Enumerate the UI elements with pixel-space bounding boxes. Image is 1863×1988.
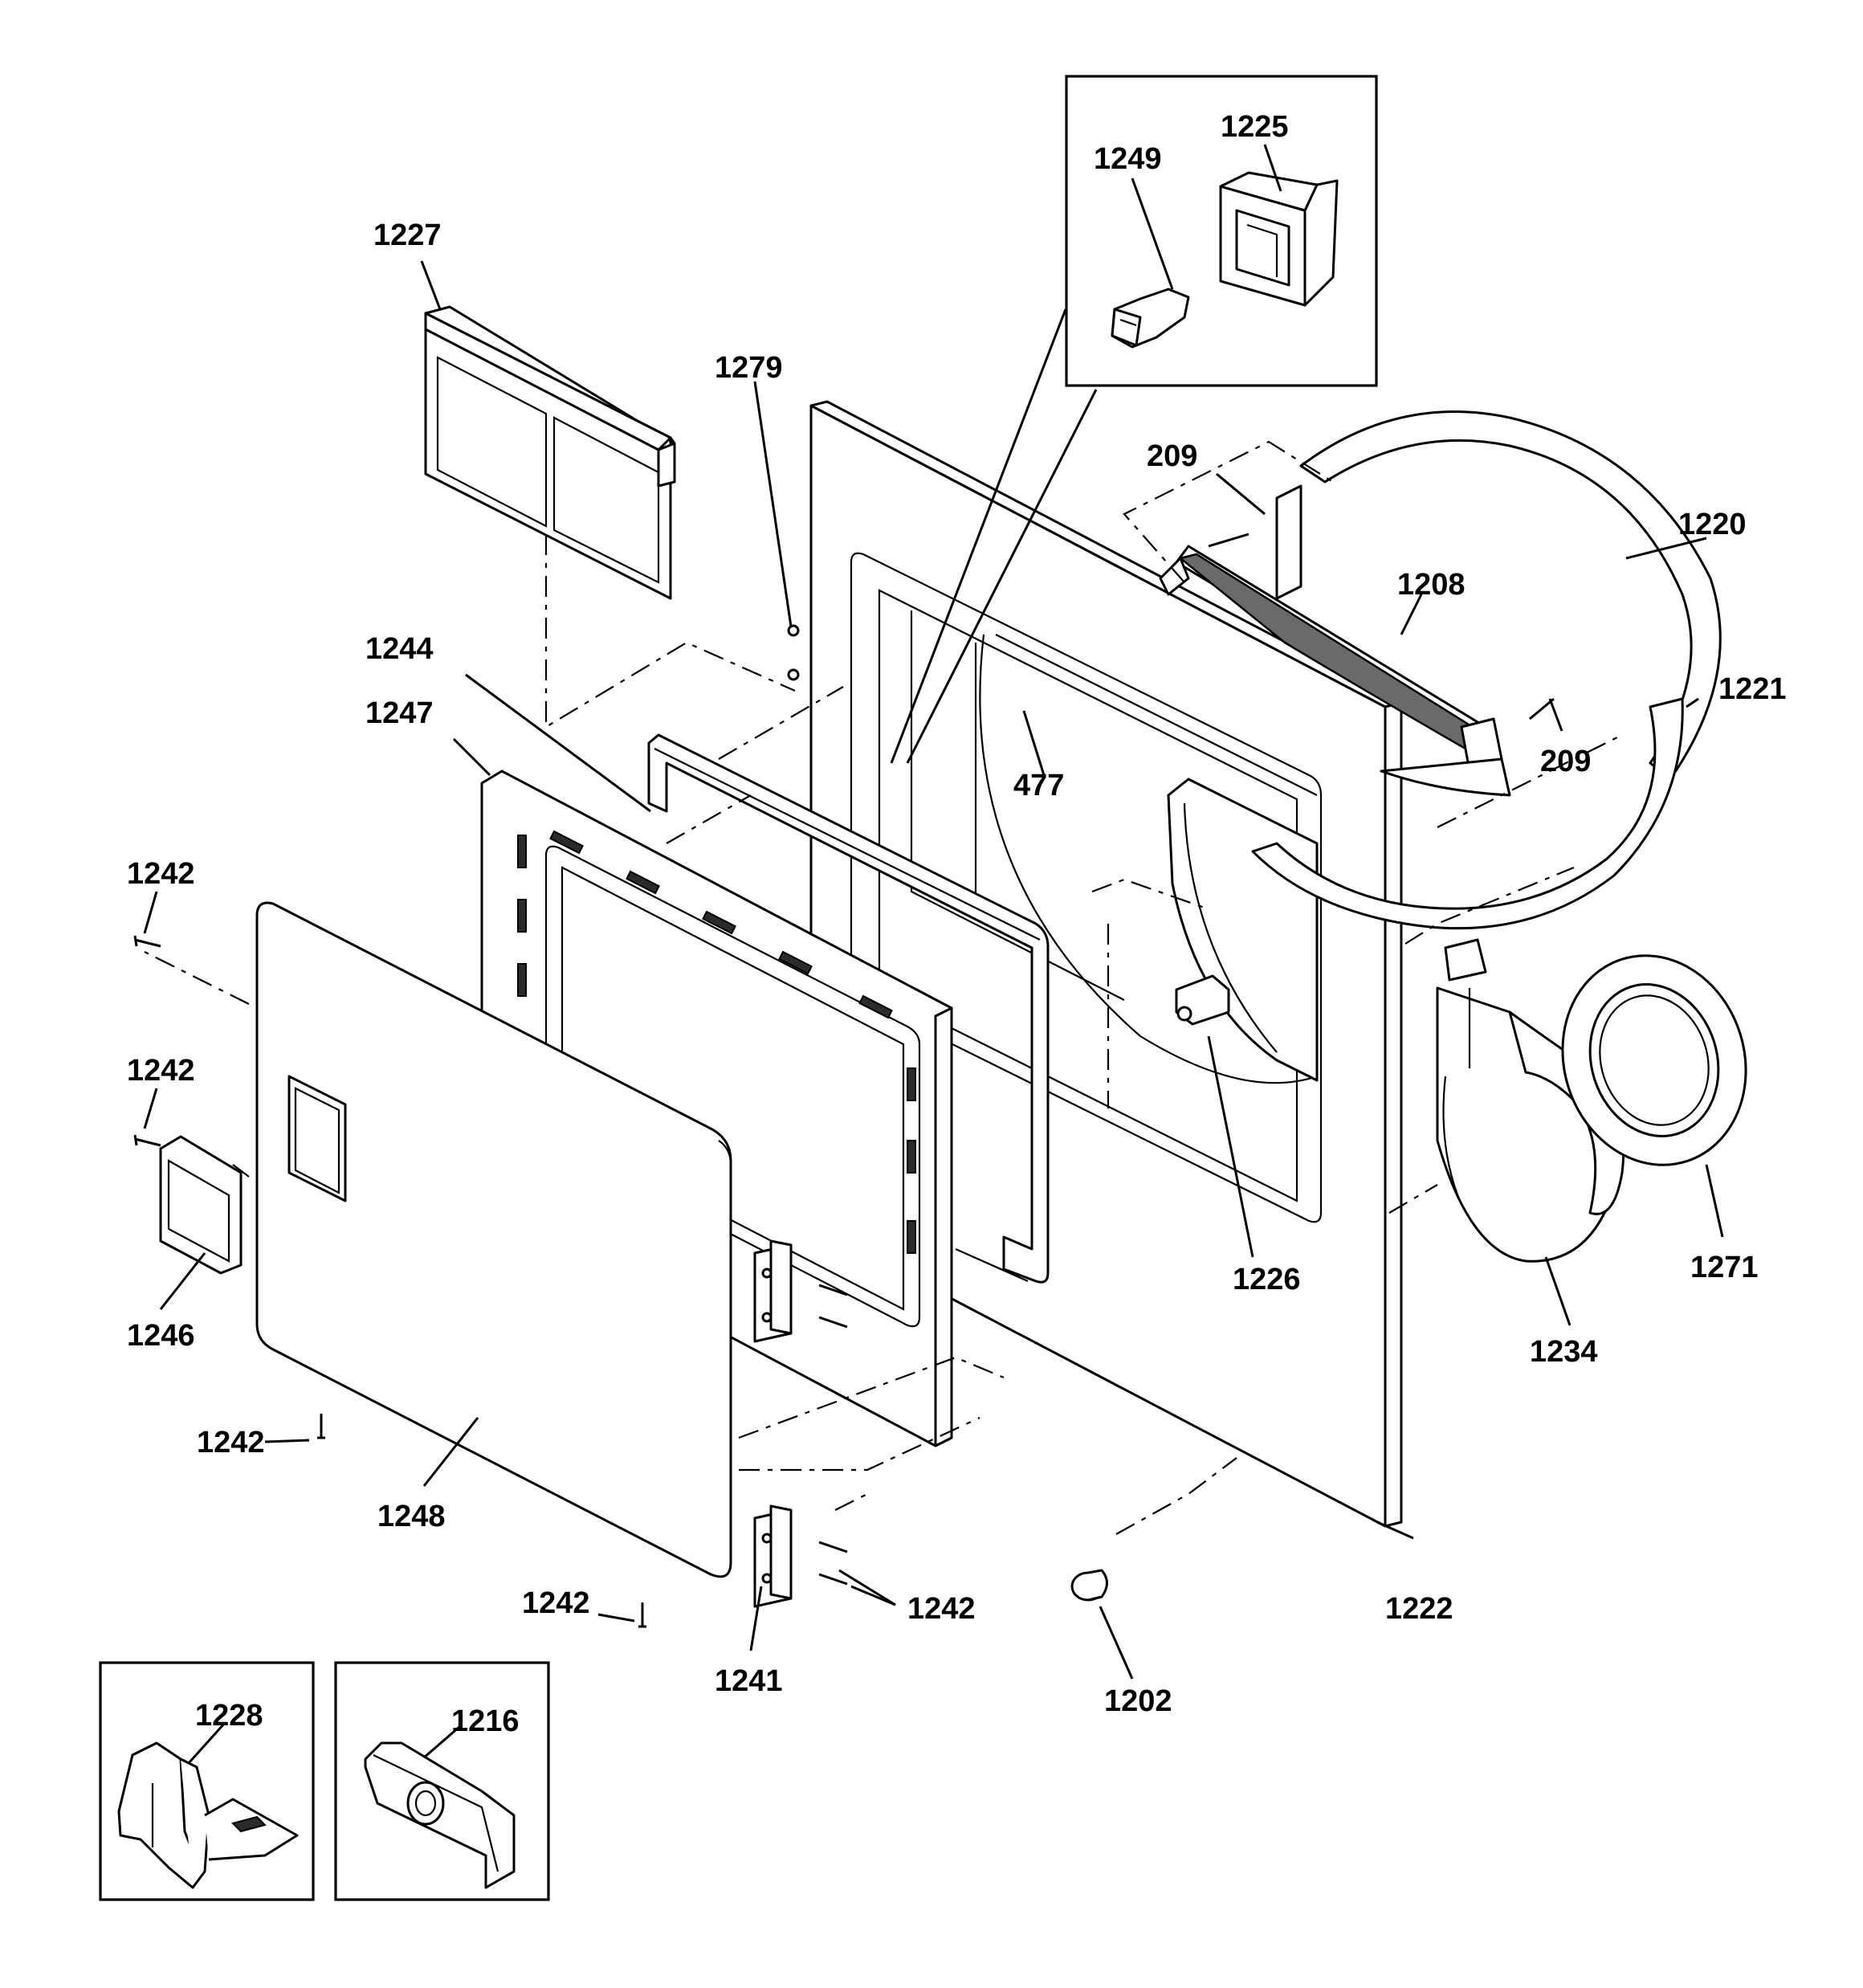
label-1246: 1246 <box>127 1319 195 1353</box>
part-1220-1221-drum-seal-ring <box>1251 410 1722 930</box>
label-1226: 1226 <box>1233 1263 1301 1296</box>
label-1242-b: 1242 <box>127 1054 195 1088</box>
inset-box-1249-1225 <box>1065 75 1378 387</box>
label-209-upper: 209 <box>1147 439 1197 473</box>
part-1234-duct <box>1436 938 1625 1263</box>
label-1241: 1241 <box>715 1664 783 1698</box>
label-1202: 1202 <box>1104 1684 1172 1718</box>
label-209-lower: 209 <box>1540 745 1591 778</box>
label-1220: 1220 <box>1678 508 1747 541</box>
inset-box-1228 <box>99 1661 315 1901</box>
label-477: 477 <box>1013 769 1064 802</box>
label-1221: 1221 <box>1718 672 1787 706</box>
part-1246-door-handle <box>159 1135 243 1275</box>
part-1271-ring-seal <box>1561 954 1747 1166</box>
part-1244-door-gasket <box>647 733 1050 1284</box>
label-1222: 1222 <box>1385 1592 1453 1626</box>
label-1279: 1279 <box>715 351 783 385</box>
part-1247-inner-door-panel <box>480 769 953 1447</box>
part-1248-outer-door <box>255 901 732 1578</box>
label-1242-a: 1242 <box>127 857 195 891</box>
inset-box-1216 <box>334 1661 550 1901</box>
part-1225-housing <box>1219 171 1339 307</box>
part-1202-knob <box>1070 1569 1108 1602</box>
label-1242-d: 1242 <box>522 1586 590 1620</box>
label-1247: 1247 <box>365 696 434 730</box>
part-1241-hinge-upper <box>753 1239 793 1343</box>
part-1241-hinge-lower <box>753 1504 793 1608</box>
alignment-lines <box>144 440 1623 1535</box>
label-1244: 1244 <box>365 632 434 666</box>
leader-lines <box>143 144 1724 1765</box>
part-1249-plunger <box>1111 288 1190 349</box>
label-1225: 1225 <box>1221 110 1289 144</box>
label-1249: 1249 <box>1094 142 1162 176</box>
label-1248: 1248 <box>377 1500 446 1533</box>
part-1208-lint-screen-housing <box>1159 545 1511 797</box>
screws <box>133 533 1555 1628</box>
part-1227-lint-filter <box>424 305 676 600</box>
label-1242-c: 1242 <box>197 1426 265 1459</box>
label-1216: 1216 <box>451 1704 520 1738</box>
label-1234: 1234 <box>1530 1335 1598 1369</box>
label-1208: 1208 <box>1397 568 1466 602</box>
label-1227: 1227 <box>373 218 442 252</box>
label-1271: 1271 <box>1690 1251 1759 1284</box>
part-labels: 1227 1279 1249 1225 209 1220 1208 1221 2… <box>127 110 1787 1738</box>
label-1228: 1228 <box>195 1699 263 1733</box>
label-1242-e: 1242 <box>907 1592 976 1626</box>
